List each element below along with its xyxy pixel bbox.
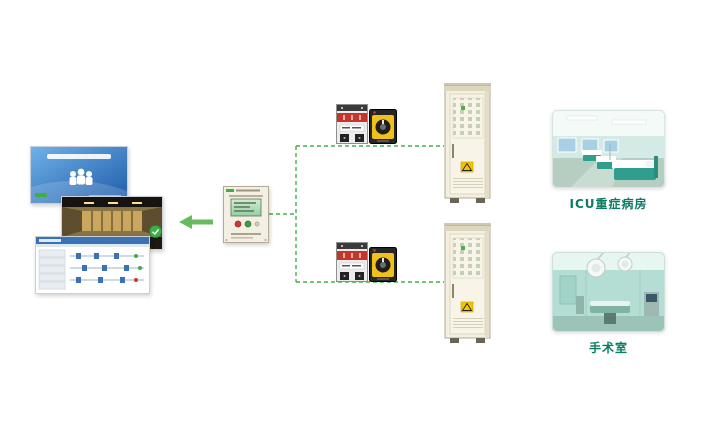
ats-transfer-switch-top — [336, 104, 368, 144]
isolation-transformer-device-top — [369, 109, 397, 144]
welcome-screen-graphic — [31, 147, 127, 203]
dial-device-graphic — [369, 109, 397, 144]
power-distribution-cabinet-top — [444, 82, 491, 204]
cabinet-graphic — [444, 83, 491, 203]
schematic-screen-graphic — [36, 237, 149, 293]
ats-switch-graphic — [336, 104, 368, 144]
green-badge-icon — [149, 225, 162, 238]
controller-graphic — [223, 186, 269, 243]
cabinet-graphic — [444, 223, 491, 343]
icu-ward-label: ICU重症病房 — [569, 197, 648, 211]
ats-transfer-switch-bottom — [336, 242, 368, 282]
operating-room-graphic — [552, 252, 665, 332]
icu-ward-photo — [552, 110, 665, 188]
icu-ward-graphic — [552, 110, 665, 188]
power-distribution-cabinet-bottom — [444, 222, 491, 344]
ats-switch-graphic — [336, 242, 368, 282]
isolation-transformer-device-bottom — [369, 247, 397, 282]
dial-device-graphic — [369, 247, 397, 282]
left-arrow-icon — [179, 215, 213, 229]
monitor-screenshot-schematic — [35, 236, 150, 294]
operating-room-photo — [552, 252, 665, 332]
wall-controller — [223, 186, 269, 243]
operating-room-label: 手术室 — [588, 341, 628, 355]
